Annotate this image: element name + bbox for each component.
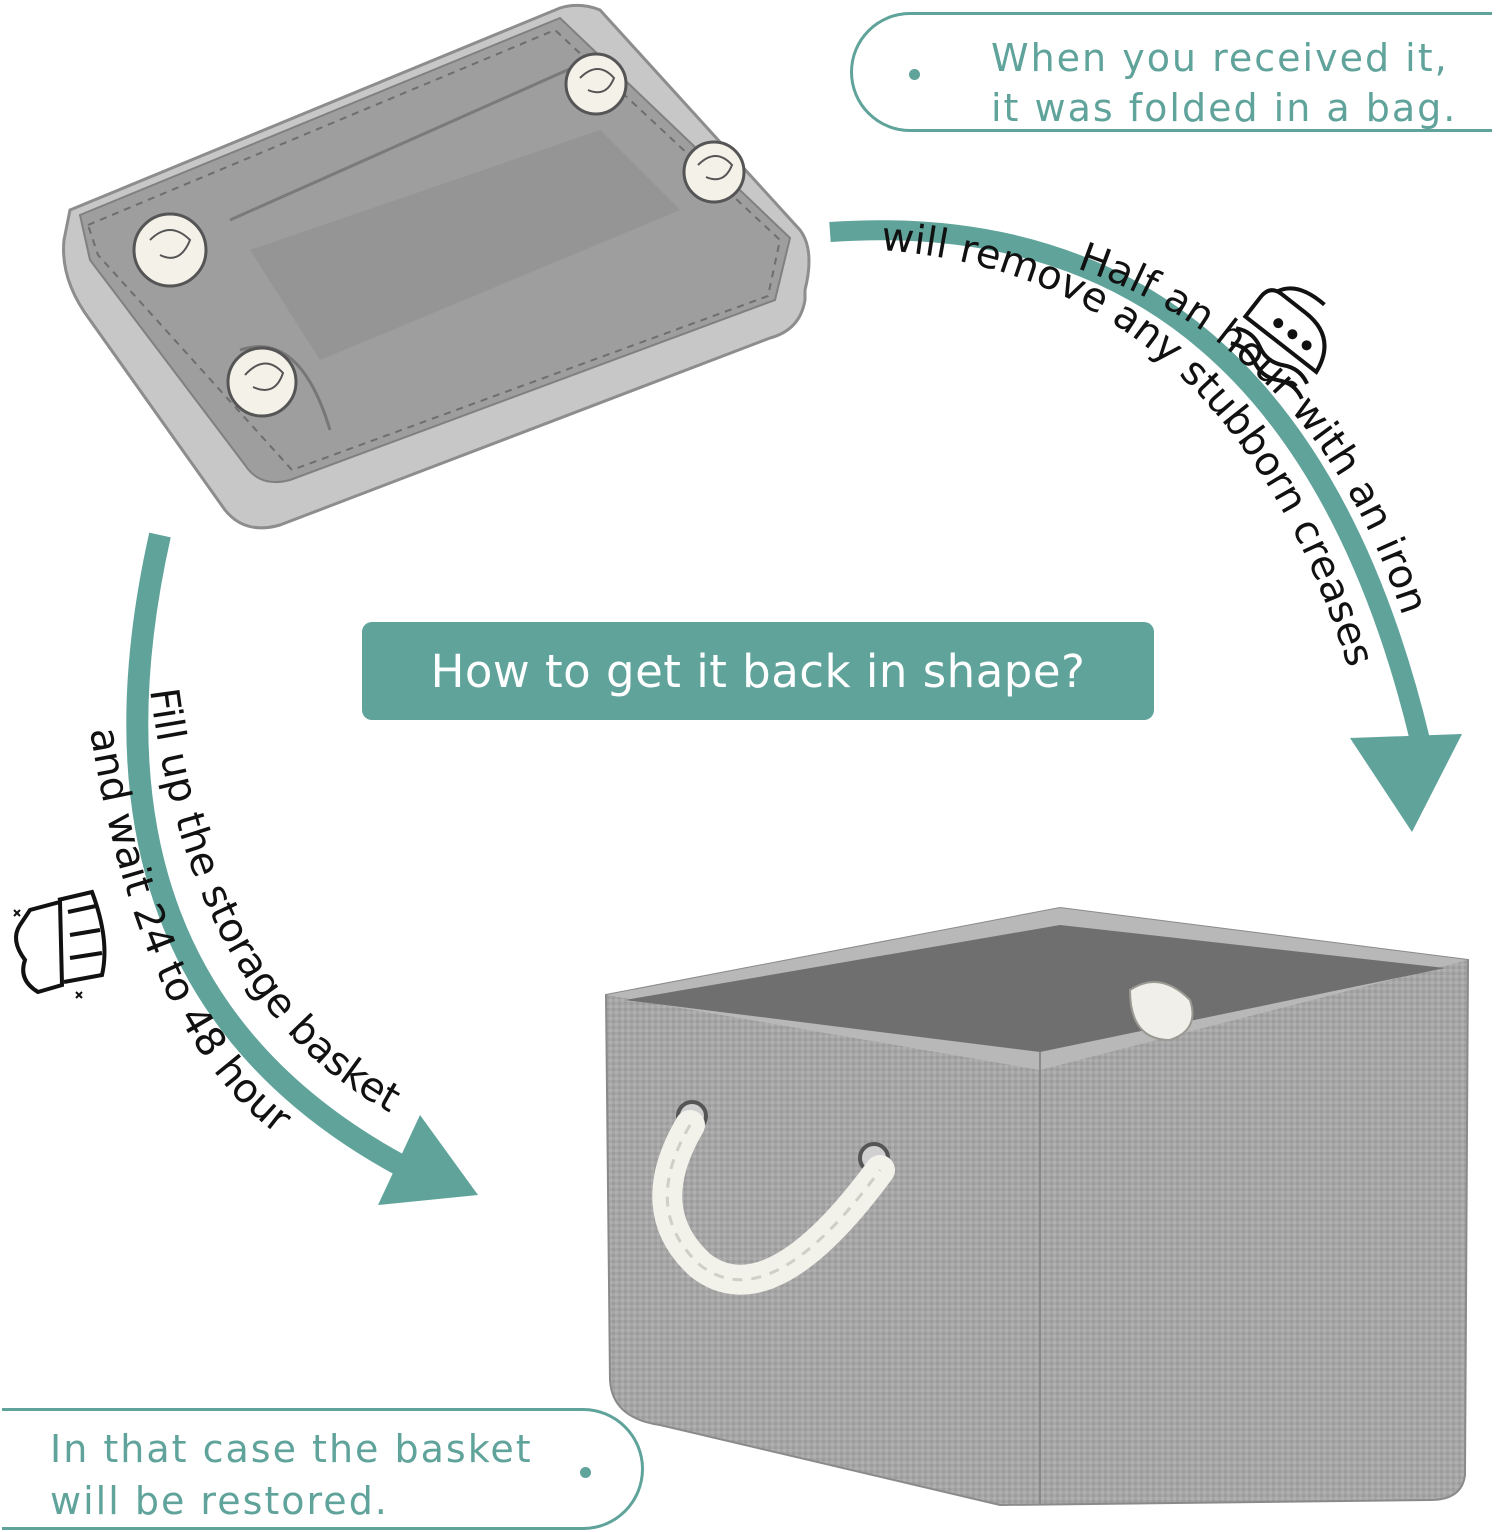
- callout-line: will be restored.: [50, 1479, 389, 1523]
- iron-arrow: [829, 220, 1462, 832]
- restored-basket-image: [604, 906, 1470, 1507]
- fill-line-1: Fill up the storage basket: [140, 685, 408, 1121]
- restored-callout: In that case the basket will be restored…: [2, 1408, 644, 1530]
- callout-line: When you received it,: [991, 36, 1449, 80]
- fill-arrow: [126, 532, 478, 1205]
- stacked-clothes-icon: [13, 889, 107, 999]
- callout-line: In that case the basket: [50, 1427, 533, 1471]
- bullet-dot: [909, 69, 920, 80]
- folded-basket-image: [62, 3, 811, 530]
- steam-iron-icon: [1230, 286, 1327, 400]
- page-title: How to get it back in shape?: [362, 622, 1154, 720]
- callout-line: it was folded in a bag.: [991, 86, 1458, 130]
- received-folded-callout: When you received it, it was folded in a…: [850, 12, 1492, 132]
- bullet-dot: [580, 1467, 591, 1478]
